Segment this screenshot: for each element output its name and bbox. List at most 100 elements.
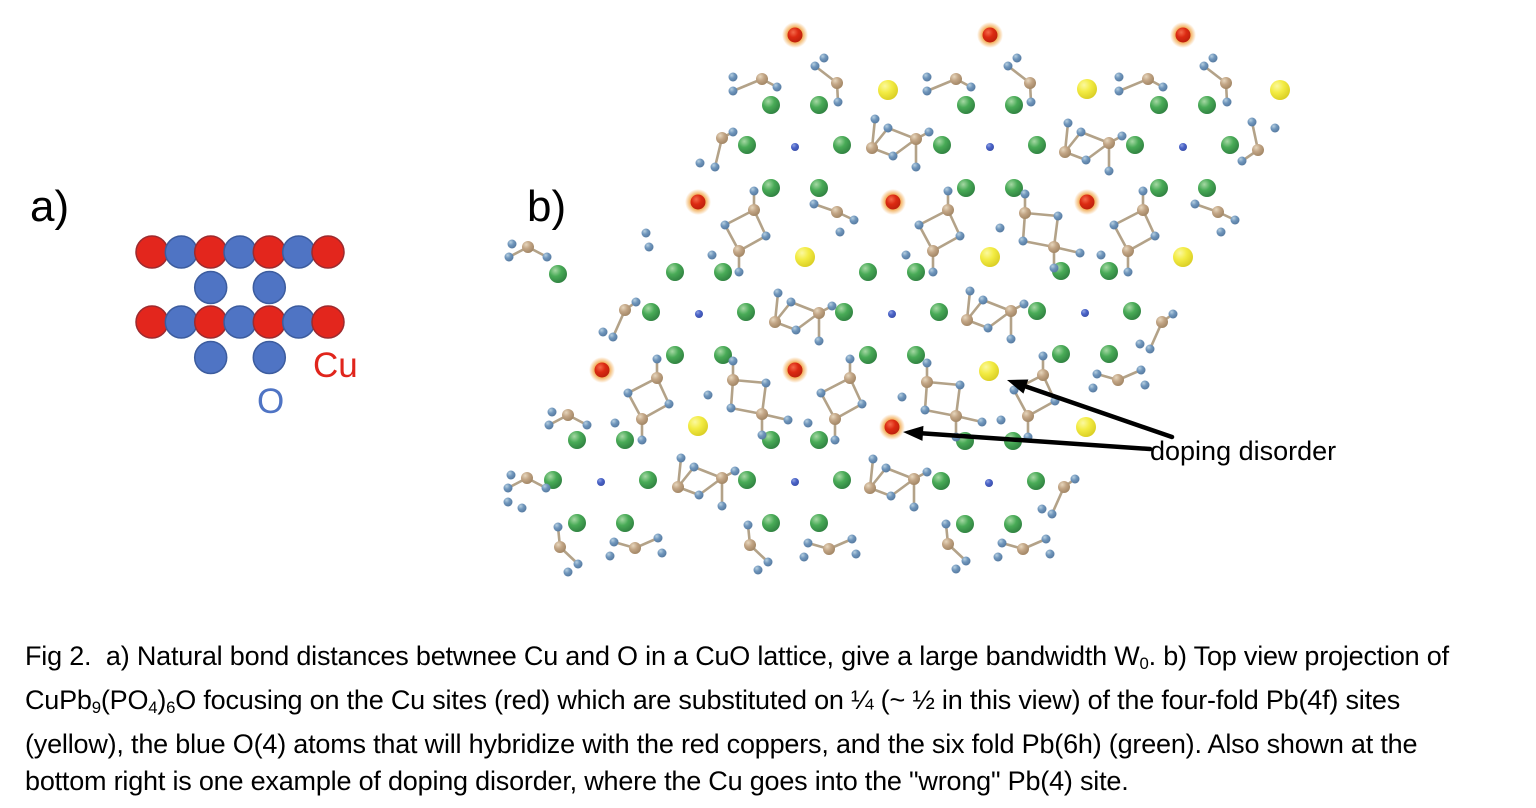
o-atom [943,186,953,196]
o4-atom [695,310,703,318]
p-atom [1137,204,1149,216]
o-circle [281,235,316,269]
o-atom [644,242,654,252]
o-atom [720,220,730,230]
p-atom [651,372,663,384]
p-atom [823,543,835,555]
pb6h-atom [1221,136,1239,154]
o-atom [909,502,919,512]
o-atom [1020,189,1030,199]
p-atom [1024,77,1036,89]
o-atom [717,501,727,511]
o-atom [1045,549,1055,559]
cu-atom [885,194,901,210]
cu-atom [1079,194,1095,210]
p-atom [1220,77,1232,89]
pb4f-atom [1076,417,1096,437]
o-atom [803,418,813,428]
o-atom [996,415,1006,425]
p-atom [950,410,962,422]
o-atom [1075,248,1085,258]
pb6h-atom [1005,96,1023,114]
pb6h-atom [639,471,657,489]
o-atom [816,388,826,398]
o-atom [803,538,813,548]
arrow-head [1007,379,1029,394]
o-atom [845,354,855,364]
pb6h-atom [1198,179,1216,197]
o-atom [664,399,674,409]
o-atom [547,407,557,417]
o-atom [544,420,554,430]
o-atom [993,552,1003,562]
o-circle [223,235,257,269]
o-atom [1135,339,1145,349]
pb6h-atom [666,346,684,364]
p-atom [1059,146,1071,158]
arrow-head [903,425,924,441]
caption-text: ) [157,685,167,716]
pb4f-atom [1173,247,1193,267]
pb6h-atom [835,303,853,321]
cu-circle [311,305,345,339]
o-atom [1037,504,1047,514]
o-atom [609,537,619,547]
o-atom [563,567,573,577]
o-atom [1208,53,1218,63]
pb4f-atom [1077,79,1097,99]
o-atom [1114,86,1124,96]
o-atom [977,417,987,427]
o-atom [689,462,699,472]
o-atom [1012,53,1022,63]
pb6h-atom [907,263,925,281]
cu-atom [982,27,998,43]
o-atom [951,564,961,574]
o-atom [1168,309,1178,319]
pb6h-atom [1123,302,1141,320]
doping-disorder-arrows [903,379,1175,452]
o-atom [1216,227,1226,237]
pb4f-atom [979,361,999,381]
o-atom [870,114,880,124]
p-atom [1142,73,1154,85]
o-atom [553,522,563,532]
o-atom [676,453,686,463]
o-atom [1237,156,1247,166]
pb6h-atom [810,431,828,449]
o4-atom [985,479,993,487]
o-atom [631,297,641,307]
o-atom [881,463,891,473]
p-atom [1156,316,1168,328]
o-atom [1038,351,1048,361]
pb6h-atom [933,136,951,154]
pb6h-atom [762,431,780,449]
pb6h-atom [1100,262,1118,280]
p-atom [522,241,534,253]
o-atom [695,158,705,168]
o-atom [1019,299,1029,309]
pb6h-atom [957,96,975,114]
o-atom [1117,131,1127,141]
o-atom [1063,118,1073,128]
pb6h-atom [737,303,755,321]
cu-atom [884,419,900,435]
pb6h-atom [762,96,780,114]
o-atom [652,354,662,364]
pb6h-atom [1028,136,1046,154]
p-atom [1122,245,1134,257]
o-atom [827,301,837,311]
cu-circle [252,305,287,339]
o-atom [851,549,861,559]
p-atom [744,539,756,551]
o-atom [835,227,845,237]
p-atom [672,481,684,493]
pb6h-atom [930,303,948,321]
o4-atom [986,143,994,151]
p-atom [1252,144,1264,156]
p-atom [1058,481,1070,493]
o-atom [506,470,516,480]
pb6h-atom [1027,472,1045,490]
p-atom [716,472,728,484]
o-atom [1076,127,1086,137]
o-atom [1081,155,1091,165]
